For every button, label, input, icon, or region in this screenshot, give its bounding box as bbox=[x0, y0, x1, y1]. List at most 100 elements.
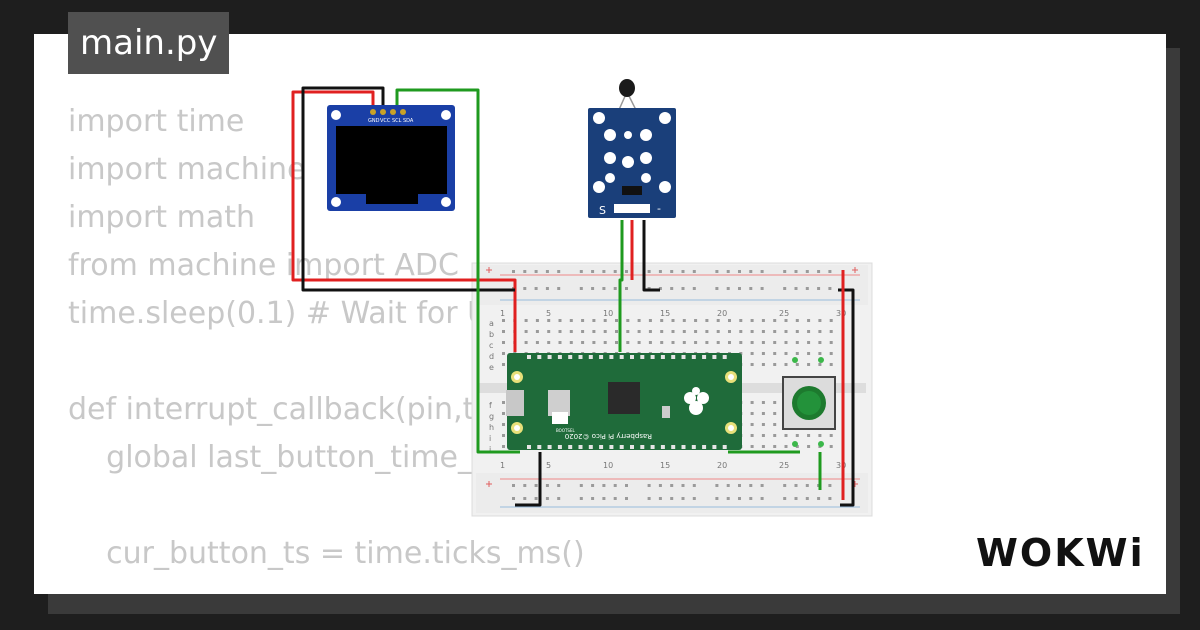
breadboard-hole bbox=[818, 352, 822, 355]
breadboard-hole bbox=[795, 319, 799, 322]
oled-pin-label: GND bbox=[368, 118, 380, 124]
breadboard-hole bbox=[603, 319, 607, 322]
breadboard-hole bbox=[512, 497, 515, 500]
breadboard-hole bbox=[750, 341, 754, 344]
oled-pin-label: SCL bbox=[392, 118, 402, 124]
pico-pin bbox=[722, 355, 727, 359]
breadboard-hole bbox=[579, 484, 583, 487]
pico-pin bbox=[712, 355, 717, 359]
pico-pin bbox=[712, 445, 717, 449]
breadboard-hole bbox=[807, 352, 811, 355]
pico-pin bbox=[702, 355, 707, 359]
breadboard-hole bbox=[818, 434, 822, 437]
pico-pin bbox=[691, 355, 696, 359]
breadboard-hole bbox=[760, 270, 764, 273]
breadboard-hole bbox=[692, 484, 696, 487]
breadboard-hole bbox=[502, 412, 505, 415]
pico-pin bbox=[537, 445, 542, 449]
breadboard-hole bbox=[524, 341, 528, 344]
thermistor-bead-icon bbox=[619, 79, 635, 97]
pico-pin bbox=[609, 445, 614, 449]
col-label: 30 bbox=[836, 309, 846, 318]
breadboard-hole bbox=[681, 497, 685, 500]
breadboard-hole bbox=[773, 352, 777, 355]
code-line: from machine import ADC bbox=[68, 248, 459, 283]
breadboard-hole bbox=[579, 287, 583, 290]
pico-pin bbox=[527, 445, 531, 449]
breadboard-hole bbox=[726, 287, 730, 290]
breadboard-hole bbox=[750, 401, 754, 404]
breadboard-hole bbox=[818, 363, 822, 366]
breadboard-hole bbox=[670, 497, 674, 500]
breadboard-hole bbox=[750, 319, 754, 322]
breadboard-hole bbox=[660, 330, 664, 333]
breadboard-hole bbox=[807, 363, 811, 366]
pico-pin bbox=[578, 445, 583, 449]
breadboard-hole bbox=[558, 341, 562, 344]
breadboard-hole bbox=[502, 401, 505, 404]
pico-pin bbox=[619, 445, 624, 449]
breadboard-hole bbox=[591, 287, 595, 290]
breadboard-hole bbox=[705, 330, 709, 333]
pico-pin bbox=[650, 445, 655, 449]
breadboard-hole bbox=[761, 352, 765, 355]
breadboard-hole bbox=[773, 412, 777, 415]
breadboard-hole bbox=[602, 287, 606, 290]
breadboard-hole bbox=[512, 484, 515, 487]
breadboard-hole bbox=[625, 270, 628, 273]
sensor-ground-label: - bbox=[657, 202, 661, 215]
breadboard-hole bbox=[602, 484, 606, 487]
breadboard-hole bbox=[603, 330, 607, 333]
breadboard-hole bbox=[805, 497, 809, 500]
breadboard-hole bbox=[761, 445, 765, 448]
breadboard-hole bbox=[671, 330, 675, 333]
breadboard-hole bbox=[817, 497, 821, 500]
code-line: import machine bbox=[68, 152, 306, 187]
thermistor-sensor[interactable]: S - bbox=[588, 79, 676, 218]
oled-display[interactable]: GND VCC SCL SDA bbox=[327, 105, 455, 211]
breadboard-hole bbox=[569, 319, 573, 322]
breadboard-hole bbox=[761, 363, 765, 366]
breadboard-hole bbox=[726, 270, 730, 273]
push-button[interactable] bbox=[782, 357, 836, 447]
breadboard-hole bbox=[783, 287, 787, 290]
pico-pin bbox=[619, 355, 624, 359]
breadboard-hole bbox=[557, 484, 561, 487]
breadboard-hole bbox=[602, 497, 606, 500]
breadboard-hole bbox=[760, 484, 764, 487]
breadboard-hole bbox=[637, 341, 641, 344]
col-label: 25 bbox=[779, 461, 789, 470]
breadboard-hole bbox=[681, 484, 685, 487]
breadboard-hole bbox=[795, 341, 799, 344]
breadboard-hole bbox=[761, 319, 765, 322]
filename-tab[interactable]: main.py bbox=[68, 12, 230, 74]
breadboard-hole bbox=[739, 330, 743, 333]
row-letter: d bbox=[489, 352, 494, 361]
pico-pin bbox=[630, 355, 634, 359]
breadboard-hole bbox=[557, 497, 561, 500]
breadboard-hole bbox=[681, 287, 685, 290]
pico-pin bbox=[547, 355, 552, 359]
breadboard-hole bbox=[761, 412, 765, 415]
breadboard-hole bbox=[648, 319, 652, 322]
breadboard-hole bbox=[581, 341, 585, 344]
breadboard-hole bbox=[581, 319, 585, 322]
breadboard-hole bbox=[625, 497, 628, 500]
pico-pin bbox=[599, 445, 604, 449]
raspberry-pi-pico[interactable]: Raspberry Pi Pico ©2020 BOOTSEL bbox=[506, 353, 742, 450]
col-label: 5 bbox=[546, 461, 551, 470]
breadboard-hole bbox=[502, 434, 505, 437]
pico-pin bbox=[660, 445, 665, 449]
breadboard-hole bbox=[773, 363, 777, 366]
pico-pin bbox=[568, 445, 573, 449]
breadboard-hole bbox=[579, 497, 583, 500]
breadboard-hole bbox=[784, 319, 788, 322]
breadboard-hole bbox=[795, 330, 799, 333]
breadboard-hole bbox=[783, 497, 787, 500]
breadboard-hole bbox=[818, 341, 822, 344]
breadboard-hole bbox=[647, 484, 651, 487]
breadboard-hole bbox=[716, 330, 720, 333]
breadboard-hole bbox=[523, 287, 527, 290]
breadboard-hole bbox=[681, 270, 685, 273]
